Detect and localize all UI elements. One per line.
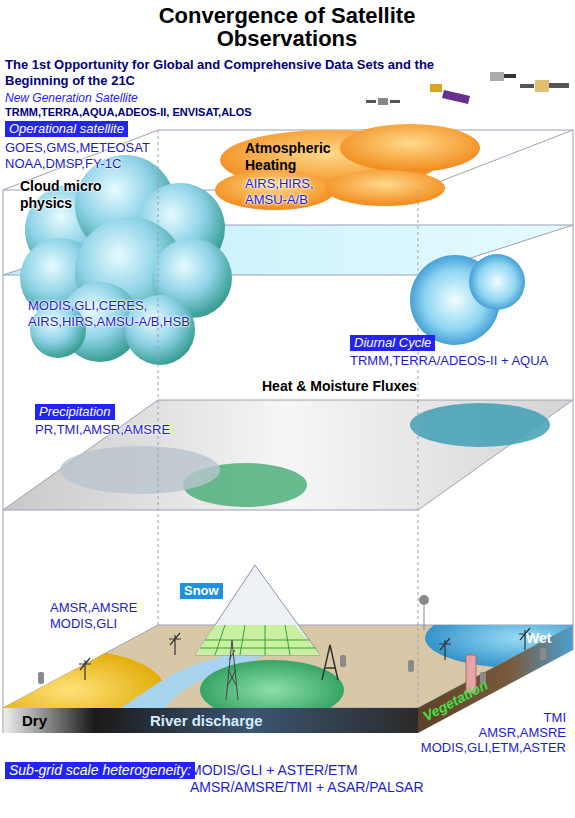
mountain-grid	[200, 625, 316, 655]
snow-mountain	[195, 565, 320, 655]
satellite-panel	[549, 83, 569, 88]
box-text: Snow	[184, 583, 219, 599]
layer-name: Heat & Moisture Fluxes	[262, 378, 417, 395]
gauge-symbol	[340, 655, 346, 667]
flux-blob	[410, 403, 550, 447]
highlight-box: Operational satellite	[5, 121, 128, 137]
layer-name: Atmospheric Heating	[245, 140, 350, 174]
antenna-symbol	[439, 638, 451, 660]
mountain	[195, 565, 320, 655]
sensor-list: MODIS,GLI,ETM,ASTER	[419, 740, 568, 756]
sensor-list: TMI	[542, 710, 568, 726]
heating-cloud	[215, 124, 480, 210]
balloon-symbol	[419, 595, 429, 605]
sensor-list: MODIS,GLI,CERES, AIRS,HIRS,AMSU-A/B,HSB	[28, 298, 223, 329]
box-text: Precipitation	[39, 404, 111, 420]
mountain-slope	[195, 625, 320, 655]
antenna-symbol	[169, 633, 181, 655]
box-text: Sub-grid scale heterogeneity:	[9, 762, 191, 779]
section-heading: New Generation Satellite	[5, 91, 138, 105]
flux-blob	[60, 446, 220, 494]
balloon-string	[424, 605, 425, 630]
satellite-panel	[366, 100, 376, 103]
sensor-list: AIRS,HIRS, AMSU-A/B	[245, 176, 333, 207]
sensor-list: PR,TMI,AMSR,AMSRE	[35, 422, 170, 438]
gauge-symbol	[38, 672, 44, 684]
gauge-symbol	[540, 648, 546, 660]
sensor-list: AMSR,AMSRE	[477, 725, 568, 741]
box-text: Diurnal Cycle	[354, 335, 431, 351]
satellite-panel	[442, 90, 470, 104]
satellite-icons	[366, 72, 569, 105]
highlight-box: Sub-grid scale heterogeneity:	[5, 762, 195, 779]
satellite-body	[535, 80, 549, 92]
antenna-symbol	[79, 658, 91, 680]
satellite-panel	[520, 84, 534, 88]
highlight-box: Snow	[180, 583, 223, 599]
frame-edge	[3, 190, 4, 733]
satellite-body	[490, 72, 504, 81]
highlight-box: Precipitation	[35, 404, 115, 420]
derrick-symbol	[322, 645, 338, 680]
satellite-list: GOES,GMS,METEOSAT NOAA,DMSP,FY-1C	[5, 140, 155, 171]
flux-plane	[3, 400, 573, 510]
surface-name: Dry	[22, 712, 47, 730]
satellite-list: TRMM,TERRA,AQUA,ADEOS-II, ENVISAT,ALOS	[5, 106, 252, 119]
tower-symbol	[226, 640, 238, 700]
highlight-box: Diurnal Cycle	[350, 335, 435, 351]
cloud-part	[215, 170, 335, 210]
gauge-symbol	[408, 660, 414, 672]
surface-name: Wet	[526, 630, 551, 647]
sensor-list: AMSR,AMSRE MODIS,GLI	[50, 600, 150, 631]
satellite-body	[430, 84, 442, 92]
title: Convergence of Satellite Observations	[147, 4, 427, 50]
surface-name: River discharge	[150, 712, 263, 730]
slab-front	[3, 708, 418, 733]
cloud-part	[340, 124, 480, 172]
frame-edge	[418, 190, 419, 708]
frame-edge	[158, 130, 159, 625]
subtitle: The 1st Opportunity for Global and Compr…	[5, 57, 460, 88]
convective-cloud	[469, 254, 525, 310]
satellite-body	[378, 98, 388, 105]
satellite-panel	[504, 74, 516, 78]
frame-edges	[3, 130, 573, 733]
cloud-part	[325, 170, 445, 206]
sensor-list: MODIS/GLI + ASTER/ETM AMSR/AMSRE/TMI + A…	[190, 762, 445, 796]
layer-name: Cloud micro physics	[20, 178, 125, 212]
cloud-cluster	[20, 155, 232, 365]
slab-side	[418, 625, 573, 733]
frame-edge	[573, 130, 574, 650]
satellite-panel	[390, 100, 400, 103]
sensor-list: TRMM,TERRA/ADEOS-II + AQUA	[350, 353, 548, 369]
box-text: Operational satellite	[9, 121, 124, 137]
